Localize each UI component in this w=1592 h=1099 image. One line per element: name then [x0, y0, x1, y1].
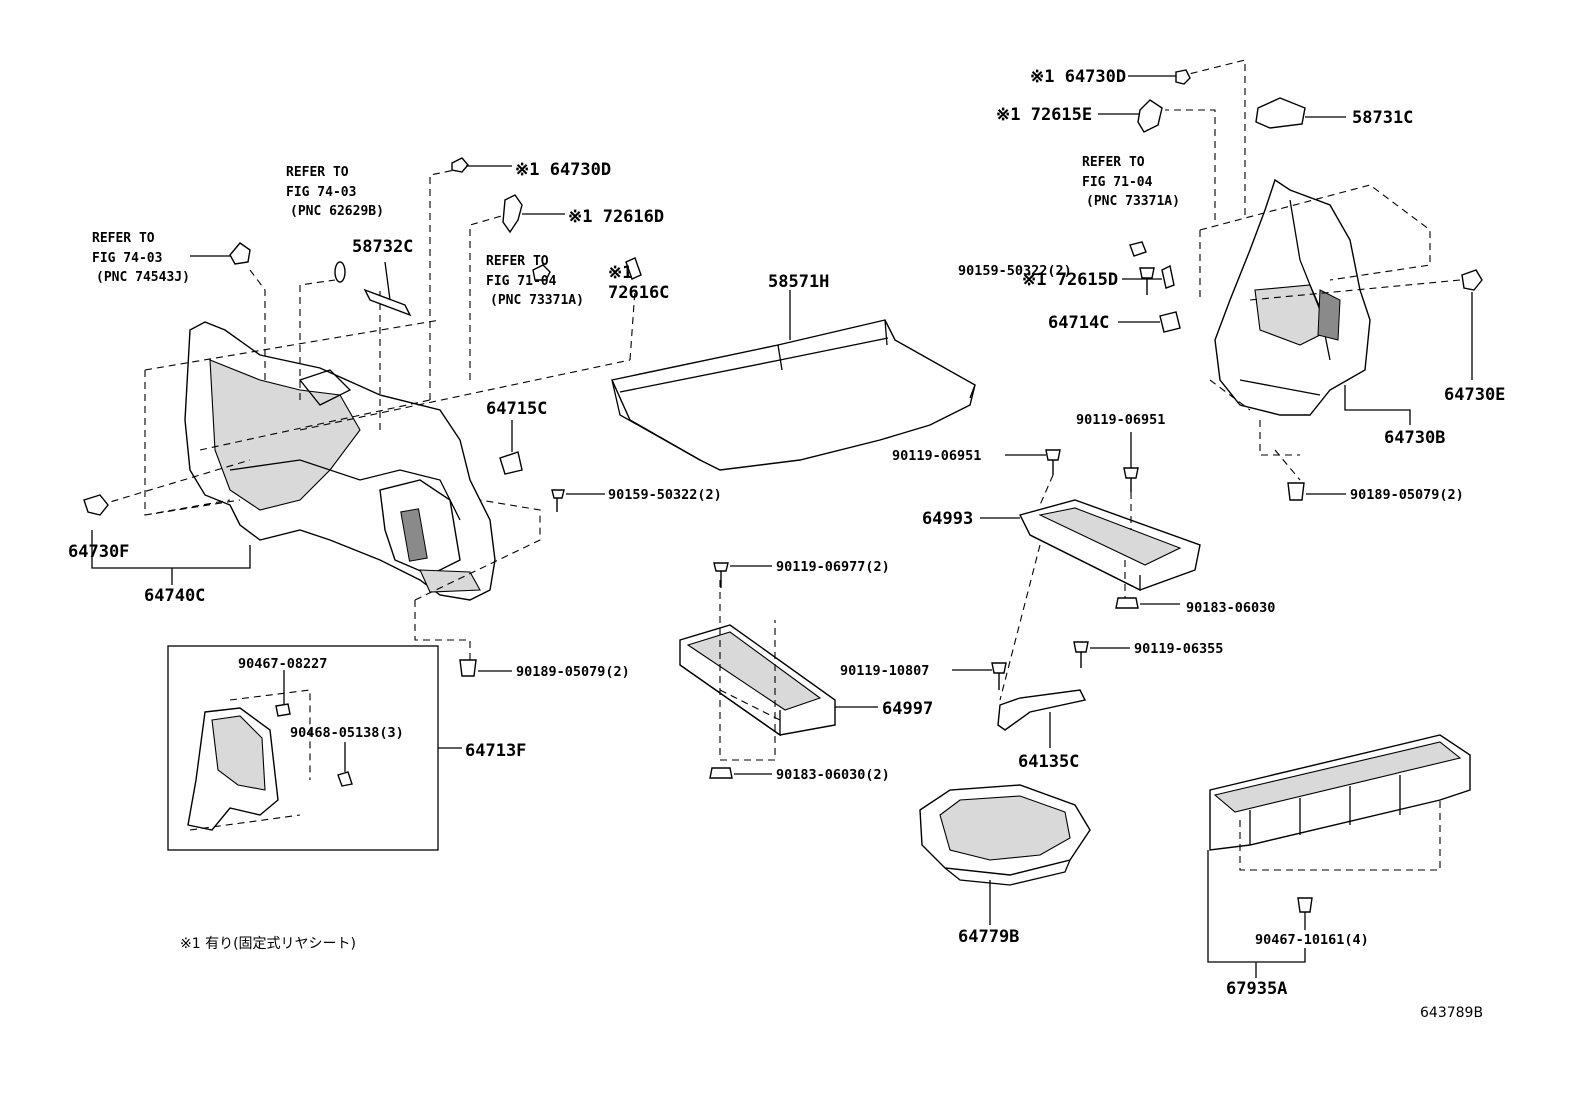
clip-90189-left: [459, 659, 477, 677]
ref-73371A-right-line2: FIG 71-04: [1082, 175, 1153, 190]
ref-62629B-line3: (PNC 62629B): [290, 204, 384, 219]
pin-72616C: [625, 257, 642, 280]
label-64135C: 64135C: [1018, 752, 1079, 772]
label-64713F: 64713F: [465, 741, 526, 761]
screw-90159-left: [551, 489, 565, 512]
labels: REFER TO FIG 74-03 (PNC 74543J) REFER TO…: [68, 67, 1505, 1021]
clip-73371A-right: [1129, 241, 1147, 257]
clip-90467-08227: [275, 703, 291, 717]
label-58732C: 58732C: [352, 237, 413, 257]
ref-73371A-right-line1: REFER TO: [1082, 155, 1145, 170]
footnote: ※1 有り(固定式リヤシート): [180, 936, 356, 952]
sill-plate-67935A: [1207, 734, 1471, 978]
clip-90467-10161: [1297, 897, 1313, 913]
label-64730E: 64730E: [1444, 385, 1505, 405]
label-90189-right: 90189-05079(2): [1350, 487, 1464, 503]
figure-id: 643789B: [1420, 1005, 1483, 1021]
clip-64730F: [83, 494, 109, 516]
tray-64779B: [919, 784, 1091, 925]
clip-73371A-left: [532, 264, 551, 281]
label-90159-right: 90159-50322(2): [958, 263, 1072, 279]
label-90119-10807: 90119-10807: [840, 663, 929, 679]
label-64997: 64997: [882, 699, 933, 719]
clip-90468-05138: [337, 771, 353, 787]
clip-72615E: [1137, 99, 1163, 133]
clip-72616D: [502, 194, 523, 234]
nut-90183-06030-right: [1115, 597, 1139, 609]
label-64730F: 64730F: [68, 542, 129, 562]
ref-74543J-line3: (PNC 74543J): [96, 270, 190, 285]
cap-74543J: [229, 242, 251, 265]
pad-58732C: [363, 288, 412, 317]
label-90119-06355: 90119-06355: [1134, 641, 1223, 657]
dashed-outline-left: [99, 169, 636, 660]
label-72615E: ※1 72615E: [996, 105, 1092, 125]
box-64993: [980, 499, 1201, 592]
cover-58731C: [1255, 97, 1306, 129]
label-90183-06030: 90183-06030: [1186, 600, 1275, 616]
clip-90189-right: [1287, 482, 1305, 501]
label-72616D: ※1 72616D: [568, 207, 664, 227]
screw-90119-06951-b: [1123, 467, 1139, 492]
label-72616C: 72616C: [608, 283, 669, 303]
label-72616C-mark: ※1: [608, 263, 632, 283]
plug-62629B: [334, 261, 346, 283]
label-90468-05138: 90468-05138(3): [290, 725, 404, 741]
label-72615D: ※1 72615D: [1022, 270, 1118, 290]
label-90189-left: 90189-05079(2): [516, 664, 630, 680]
label-90119-06951-b: 90119-06951: [892, 448, 981, 464]
label-64740C: 64740C: [144, 586, 205, 606]
ref-74543J-line2: FIG 74-03: [92, 251, 162, 266]
quarter-trim-right: [1214, 178, 1371, 416]
label-67935A: 67935A: [1226, 979, 1287, 999]
label-90467-10161: 90467-10161(4): [1255, 932, 1369, 948]
bolt-90119-06355: [1073, 641, 1089, 668]
clip-64730E: [1461, 269, 1483, 291]
nut-90183-06030-center: [709, 767, 733, 779]
label-90159-left: 90159-50322(2): [608, 487, 722, 503]
quarter-trim-left: [184, 321, 496, 601]
label-90467-08227: 90467-08227: [238, 656, 327, 672]
label-90183-06030-2: 90183-06030(2): [776, 767, 890, 783]
label-90119-06977: 90119-06977(2): [776, 559, 890, 575]
label-64730B: 64730B: [1384, 428, 1445, 448]
label-90119-06951-a: 90119-06951: [1076, 412, 1165, 428]
bracket-64715C: [499, 451, 523, 475]
pin-72615D: [1161, 264, 1175, 289]
label-64730D-right: ※1 64730D: [1030, 67, 1126, 87]
bolt-90119-10807: [991, 662, 1007, 690]
screw-90159-right: [1139, 267, 1155, 295]
label-58731C: 58731C: [1352, 108, 1413, 128]
clip-64730D-right: [1175, 69, 1191, 85]
label-64730D-left: ※1 64730D: [515, 160, 611, 180]
clip-64730D-left: [451, 157, 469, 173]
ref-73371A-left-line2: FIG 71-04: [486, 274, 557, 289]
ref-62629B-line2: FIG 74-03: [286, 185, 356, 200]
label-58571H: 58571H: [768, 272, 829, 292]
ref-73371A-left-line1: REFER TO: [486, 254, 549, 269]
screw-90119-06951-a: [1045, 449, 1061, 475]
pad-64714C: [1159, 311, 1181, 333]
ref-74543J-line1: REFER TO: [92, 231, 155, 246]
label-64714C: 64714C: [1048, 313, 1109, 333]
label-64715C: 64715C: [486, 399, 547, 419]
ref-62629B-line1: REFER TO: [286, 165, 349, 180]
deck-board-58571H: [611, 290, 976, 471]
label-64993: 64993: [922, 509, 973, 529]
screw-90119-06977: [713, 562, 729, 588]
tray-64997: [679, 580, 878, 761]
ref-73371A-left-line3: (PNC 73371A): [490, 293, 584, 308]
dashed-outline-right: [1165, 59, 1461, 481]
label-64779B: 64779B: [958, 927, 1019, 947]
bracket-64135C: [997, 689, 1087, 731]
ref-73371A-right-line3: (PNC 73371A): [1086, 194, 1180, 209]
